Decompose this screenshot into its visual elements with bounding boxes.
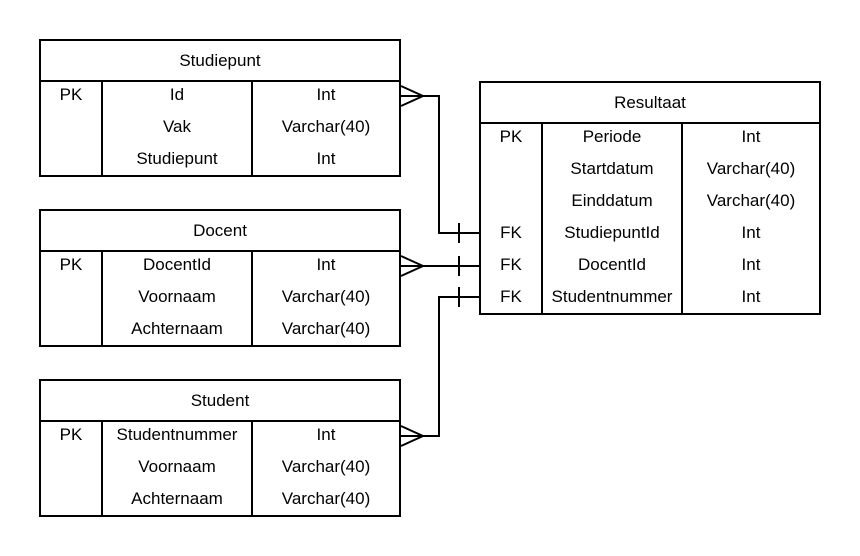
field-type: Int: [316, 255, 336, 274]
connector-line: [401, 296, 479, 437]
type-column: Int Varchar(40) Varchar(40) Int Int Int: [681, 124, 819, 313]
field-type: Varchar(40): [706, 191, 796, 210]
field-type: Int: [316, 425, 336, 444]
field-type: Int: [316, 149, 336, 168]
field-name: StudiepuntId: [564, 223, 660, 242]
entity-resultaat: Resultaat PK FK FK FK Periode Startdatum…: [479, 81, 821, 315]
field-name: Voornaam: [138, 287, 216, 306]
connector-line: [401, 95, 479, 234]
field-name: Achternaam: [131, 489, 223, 508]
name-column: Studentnummer Voornaam Achternaam: [101, 422, 251, 515]
field-name: DocentId: [577, 255, 647, 274]
field-type: Int: [741, 127, 761, 146]
field-type: Int: [741, 223, 761, 242]
field-name: Startdatum: [570, 159, 654, 178]
field-name: DocentId: [142, 255, 212, 274]
key-cell: FK: [500, 255, 522, 274]
field-name: Voornaam: [138, 457, 216, 476]
field-type: Varchar(40): [281, 117, 371, 136]
type-column: Int Varchar(40) Varchar(40): [251, 252, 399, 345]
field-type: Varchar(40): [281, 489, 371, 508]
name-column: Id Vak Studiepunt: [101, 82, 251, 175]
entity-title: Resultaat: [481, 83, 819, 124]
key-cell: FK: [500, 223, 522, 242]
key-column: PK: [41, 252, 101, 345]
field-type: Varchar(40): [281, 287, 371, 306]
key-column: PK: [41, 422, 101, 515]
key-cell: PK: [59, 85, 83, 104]
crows-foot-many: [400, 255, 426, 277]
entity-title: Studiepunt: [41, 41, 399, 82]
name-column: DocentId Voornaam Achternaam: [101, 252, 251, 345]
key-cell: PK: [59, 425, 83, 444]
field-name: Achternaam: [131, 319, 223, 338]
relationship-student-resultaat: [400, 287, 479, 447]
field-name: Einddatum: [571, 191, 653, 210]
field-name: Studentnummer: [551, 287, 673, 306]
field-name: Studiepunt: [136, 149, 218, 168]
field-type: Int: [316, 85, 336, 104]
key-column: PK FK FK FK: [481, 124, 541, 313]
entity-student: Student PK Studentnummer Voornaam Achter…: [39, 379, 401, 517]
field-name: Periode: [582, 127, 642, 146]
type-column: Int Varchar(40) Varchar(40): [251, 422, 399, 515]
field-type: Varchar(40): [281, 457, 371, 476]
field-type: Int: [741, 287, 761, 306]
entity-title: Student: [41, 381, 399, 422]
entity-title: Docent: [41, 211, 399, 252]
key-cell: PK: [499, 127, 523, 146]
field-name: Vak: [162, 117, 192, 136]
name-column: Periode Startdatum Einddatum StudiepuntI…: [541, 124, 681, 313]
field-type: Varchar(40): [281, 319, 371, 338]
relationship-studiepunt-resultaat: [400, 85, 479, 243]
type-column: Int Varchar(40) Int: [251, 82, 399, 175]
crows-foot-many: [400, 425, 426, 447]
key-cell: FK: [500, 287, 522, 306]
crows-foot-many: [400, 85, 426, 107]
key-column: PK: [41, 82, 101, 175]
key-cell: PK: [59, 255, 83, 274]
entity-docent: Docent PK DocentId Voornaam Achternaam I…: [39, 209, 401, 347]
field-name: Studentnummer: [116, 425, 238, 444]
field-name: Id: [169, 85, 185, 104]
entity-studiepunt: Studiepunt PK Id Vak Studiepunt Int Varc…: [39, 39, 401, 177]
relationship-docent-resultaat: [400, 255, 479, 277]
field-type: Int: [741, 255, 761, 274]
field-type: Varchar(40): [706, 159, 796, 178]
